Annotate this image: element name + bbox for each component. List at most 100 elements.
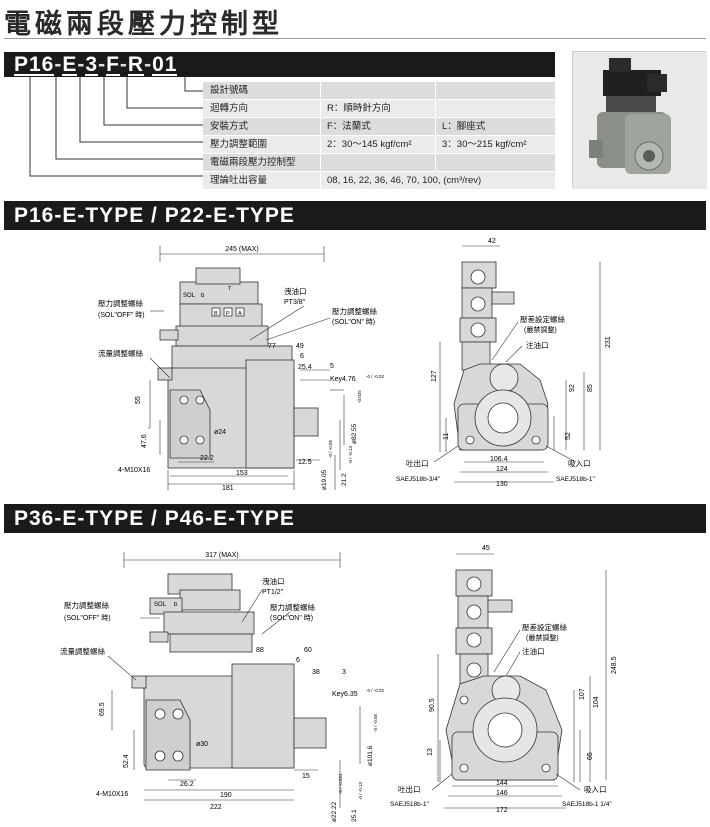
- spec-label: 設計號碼: [210, 85, 249, 96]
- model-part-mount: F: [106, 53, 120, 76]
- page-title: 電磁兩段壓力控制型: [4, 9, 283, 40]
- ann-25-4: 25.4: [298, 364, 312, 371]
- dim-key-25: 25.1: [351, 809, 358, 822]
- label-relief: 壓差設定螺絲: [520, 314, 565, 324]
- label-sol-2: SOL: [154, 602, 167, 608]
- label-outlet-sub: SAEJ518b-3/4": [396, 476, 441, 483]
- dim-22-2: 22.2: [200, 455, 214, 462]
- label-adjust-sol-on: 壓力調整螺絲: [332, 306, 377, 316]
- label-relief-sub: (嚴禁調整): [524, 325, 557, 334]
- dim-130: 130: [496, 481, 508, 488]
- label-flow-adjust-2: 流量調整螺絲: [60, 646, 105, 656]
- spec-label: 迴轉方向: [210, 103, 249, 114]
- spec-label: 安裝方式: [210, 121, 249, 132]
- label-port-p: P: [226, 311, 230, 317]
- spec-value: R：順時針方向: [320, 100, 435, 117]
- spec-label: 電磁兩段壓力控制型: [210, 157, 296, 168]
- label-fill-port-2: 注油口: [522, 646, 545, 656]
- label-sol: SOL: [183, 293, 196, 299]
- dim-11: 11: [443, 433, 450, 440]
- label-adjust-sol-on-2: 壓力調整螺絲: [270, 602, 315, 612]
- label-inlet-sub-2: SAEJ518b-1 1/4": [562, 801, 612, 808]
- dim-104: 104: [593, 696, 600, 708]
- dim-47-6: 47.6: [141, 434, 148, 448]
- dim-shaft-82-tol: -0.025: [357, 390, 362, 403]
- dim-90-5: 90.5: [429, 698, 436, 712]
- label-inlet-sub: SAEJ518b-1": [556, 476, 595, 483]
- label-bolts: 4-M10X16: [118, 467, 150, 474]
- dim-shaft-19-tol: -0 / -0.05: [328, 439, 333, 458]
- label-flow-adjust: 流量調整螺絲: [98, 348, 143, 358]
- label-adjust-sol-on-sub-2: (SOL"ON" 時): [270, 614, 313, 622]
- label-outlet: 吐出口: [406, 458, 429, 468]
- dim-shaft-101: ø101.6: [367, 745, 374, 766]
- dim-248-5: 248.5: [611, 656, 618, 674]
- label-sol-b-2: b: [174, 602, 178, 608]
- dim-15: 15: [302, 773, 310, 780]
- spec-value: [320, 82, 435, 99]
- spec-label: 壓力調整範圍: [210, 139, 268, 150]
- label-key-2: Key6.35: [332, 691, 358, 698]
- spec-value: [435, 100, 555, 117]
- dim-key-25-tol: -0 / -0.13: [358, 781, 363, 800]
- label-outlet-sub-2: SAEJ518b-1": [390, 801, 429, 808]
- dim-172: 172: [496, 807, 508, 814]
- spec-row: 電磁兩段壓力控制型: [203, 154, 555, 172]
- label-drain-2: 洩油口: [262, 576, 285, 586]
- dim-65: 65: [587, 752, 594, 760]
- label-inlet-2: 吸入口: [584, 785, 607, 794]
- dim-13: 13: [427, 748, 434, 756]
- spec-row: 設計號碼: [203, 82, 555, 100]
- spec-value: 3：30～215 kgf/cm²: [435, 136, 555, 153]
- label-adjust-sol-off: 壓力調整螺絲: [98, 298, 143, 308]
- model-code-bar: [4, 52, 555, 77]
- ann-77: 77: [268, 343, 276, 350]
- dim-max-length-2: 317 (MAX): [205, 552, 238, 559]
- label-key: Key4.76: [330, 376, 356, 383]
- spec-value: [435, 82, 555, 99]
- dim-153: 153: [236, 470, 248, 477]
- label-port-b: B: [214, 311, 218, 317]
- label-adjust-sol-off-sub: (SOL"OFF" 時): [98, 311, 145, 319]
- model-part-type: E: [62, 53, 78, 76]
- spec-value: [320, 154, 435, 171]
- dim-190: 190: [220, 792, 232, 799]
- ann-49: 49: [296, 343, 304, 350]
- label-port-a: A: [238, 311, 242, 317]
- dim-key-21: 21.2: [341, 473, 348, 486]
- spec-label: 理論吐出容量: [210, 175, 268, 186]
- dim-146: 146: [496, 790, 508, 797]
- ann-6: 6: [300, 353, 304, 360]
- spec-value: 2：30～145 kgf/cm²: [320, 136, 435, 153]
- model-part-pressure: 3: [85, 53, 99, 76]
- label-drain-sub: PT3/8": [284, 299, 306, 306]
- ann-5: 5: [330, 363, 334, 370]
- label-port-t: T: [228, 286, 232, 292]
- label-relief-sub-2: (嚴禁調整): [526, 633, 559, 642]
- title-rule: [4, 38, 706, 39]
- dim-26-2: 26.2: [180, 781, 194, 788]
- label-key-tol-2: -0 / -0.02: [366, 688, 385, 693]
- product-photo: [572, 51, 707, 189]
- model-code: P16-E-3-F-R-01: [14, 52, 178, 77]
- dim-144: 144: [496, 780, 508, 787]
- label-adjust-sol-on-sub: (SOL"ON" 時): [332, 318, 375, 326]
- dim-shaft-82: ø82.55: [351, 423, 358, 444]
- section-heading-p16-p22: P16-E-TYPE / P22-E-TYPE: [4, 201, 706, 230]
- dim-69-5: 69.5: [99, 702, 106, 716]
- dim-85: 85: [587, 384, 594, 392]
- dim-55: 55: [135, 396, 142, 404]
- dim-key-21-tol: -0 / -0.13: [348, 445, 353, 464]
- label-outlet-2: 吐出口: [398, 784, 421, 794]
- model-part-rotation: R: [127, 53, 145, 76]
- dim-52-4: 52.4: [123, 754, 130, 768]
- spec-row: 迴轉方向 R：順時針方向: [203, 100, 555, 118]
- label-drain-sub-2: PT1/2": [262, 589, 284, 596]
- dim-30: ø30: [196, 741, 208, 748]
- label-fill-port: 注油口: [526, 340, 549, 350]
